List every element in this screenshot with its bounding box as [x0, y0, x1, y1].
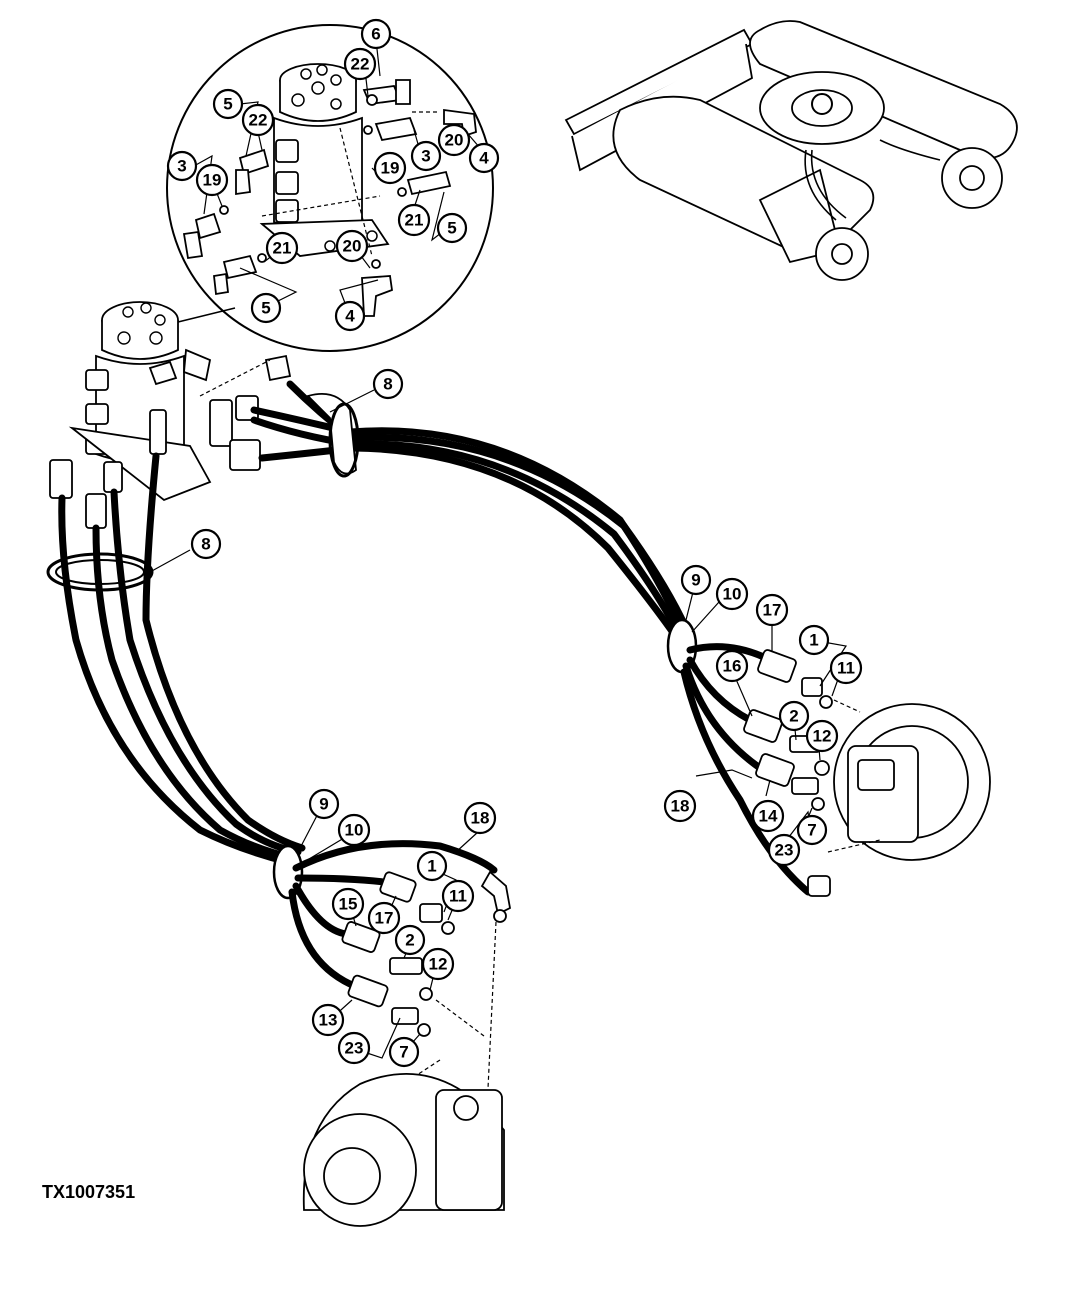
- callout-11: 11: [441, 879, 475, 913]
- svg-text:23: 23: [775, 841, 794, 860]
- callout-23: 23: [767, 833, 801, 867]
- callout-5: 5: [250, 292, 282, 324]
- callout-18: 18: [663, 789, 697, 823]
- svg-text:21: 21: [273, 239, 292, 258]
- callout-17: 17: [367, 901, 401, 935]
- svg-text:22: 22: [249, 111, 268, 130]
- svg-text:22: 22: [351, 55, 370, 74]
- svg-text:10: 10: [345, 821, 364, 840]
- svg-text:14: 14: [759, 807, 778, 826]
- svg-text:17: 17: [763, 601, 782, 620]
- svg-text:7: 7: [807, 821, 816, 840]
- svg-text:13: 13: [319, 1011, 338, 1030]
- svg-text:2: 2: [405, 931, 414, 950]
- svg-text:5: 5: [261, 299, 270, 318]
- callout-10: 10: [337, 813, 371, 847]
- callout-12: 12: [421, 947, 455, 981]
- svg-text:18: 18: [471, 809, 490, 828]
- callout-3: 3: [166, 150, 198, 182]
- callout-19: 19: [195, 163, 229, 197]
- svg-text:19: 19: [381, 159, 400, 178]
- callout-22: 22: [241, 103, 275, 137]
- callout-4: 4: [468, 142, 500, 174]
- svg-text:15: 15: [339, 895, 358, 914]
- svg-text:4: 4: [345, 307, 355, 326]
- callout-1: 1: [798, 624, 830, 656]
- svg-text:17: 17: [375, 909, 394, 928]
- callout-10: 10: [715, 577, 749, 611]
- swivel-joint: [49, 301, 292, 529]
- svg-text:20: 20: [445, 131, 464, 150]
- callout-9: 9: [308, 788, 340, 820]
- callout-7: 7: [388, 1036, 420, 1068]
- callout-19: 19: [373, 151, 407, 185]
- callout-5: 5: [212, 88, 244, 120]
- callout-8: 8: [190, 528, 222, 560]
- callout-2: 2: [394, 924, 426, 956]
- svg-text:11: 11: [449, 887, 467, 906]
- callout-21: 21: [397, 203, 431, 237]
- callout-3: 3: [410, 140, 442, 172]
- svg-text:19: 19: [203, 171, 222, 190]
- svg-text:9: 9: [319, 795, 328, 814]
- callout-12: 12: [805, 719, 839, 753]
- svg-text:3: 3: [177, 157, 186, 176]
- svg-text:10: 10: [723, 585, 742, 604]
- left-track-fittings: [272, 840, 512, 1227]
- callout-8: 8: [372, 368, 404, 400]
- callout-20: 20: [335, 229, 369, 263]
- callout-1: 1: [416, 850, 448, 882]
- svg-text:11: 11: [837, 659, 855, 678]
- svg-text:21: 21: [405, 211, 424, 230]
- callout-18: 18: [463, 801, 497, 835]
- callout-13: 13: [311, 1003, 345, 1037]
- callout-22: 22: [343, 47, 377, 81]
- svg-text:12: 12: [429, 955, 448, 974]
- hose-bundle-down: [46, 452, 306, 866]
- svg-text:20: 20: [343, 237, 362, 256]
- callout-5: 5: [436, 212, 468, 244]
- callout-16: 16: [715, 649, 749, 683]
- svg-text:6: 6: [371, 25, 380, 44]
- svg-text:23: 23: [345, 1039, 364, 1058]
- svg-text:5: 5: [447, 219, 456, 238]
- svg-text:16: 16: [723, 657, 742, 676]
- callout-15: 15: [331, 887, 365, 921]
- svg-text:1: 1: [809, 631, 818, 650]
- svg-text:2: 2: [789, 707, 798, 726]
- callout-14: 14: [751, 799, 785, 833]
- figure-id: TX1007351: [42, 1182, 135, 1202]
- callout-2: 2: [778, 700, 810, 732]
- undercarriage-overview: [564, 20, 1018, 281]
- callout-20: 20: [437, 123, 471, 157]
- callout-6: 6: [360, 18, 392, 50]
- right-track-fittings: [666, 618, 991, 897]
- svg-text:18: 18: [671, 797, 690, 816]
- svg-text:4: 4: [479, 149, 489, 168]
- callout-11: 11: [829, 651, 863, 685]
- callout-7: 7: [796, 814, 828, 846]
- svg-text:1: 1: [427, 857, 436, 876]
- svg-text:9: 9: [691, 571, 700, 590]
- svg-text:3: 3: [421, 147, 430, 166]
- svg-text:7: 7: [399, 1043, 408, 1062]
- callout-9: 9: [680, 564, 712, 596]
- callout-17: 17: [755, 593, 789, 627]
- callout-4: 4: [334, 300, 366, 332]
- callouts: 6 22 5 22 20 4 3 19 19 3 21 5 21 20 5 4 …: [166, 18, 863, 1068]
- svg-text:5: 5: [223, 95, 232, 114]
- svg-text:8: 8: [383, 375, 392, 394]
- svg-text:8: 8: [201, 535, 210, 554]
- callout-21: 21: [265, 231, 299, 265]
- callout-23: 23: [337, 1031, 371, 1065]
- svg-text:12: 12: [813, 727, 832, 746]
- hose-bundle-right: [250, 380, 690, 638]
